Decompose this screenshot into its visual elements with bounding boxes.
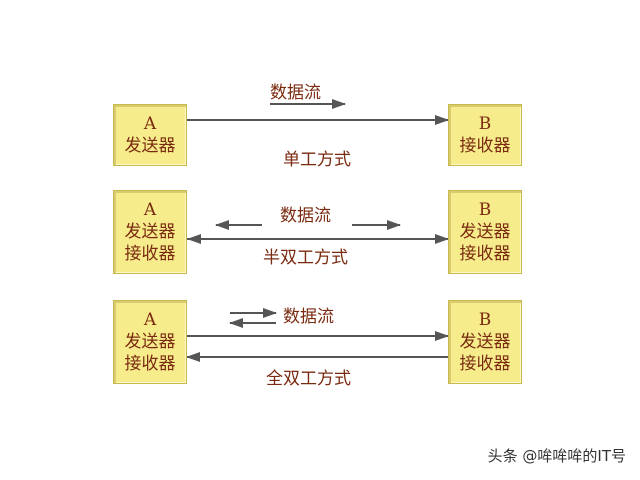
simplex-mode-label: 单工方式	[283, 150, 351, 170]
box-label: 接收器	[459, 354, 511, 374]
box-label: 发送器	[124, 332, 176, 352]
full-duplex-mode-label: 全双工方式	[266, 369, 351, 389]
simplex-flow-label: 数据流	[270, 83, 321, 103]
box-label: 发送器	[124, 222, 176, 242]
half-duplex-flow-label: 数据流	[280, 206, 331, 226]
simplex-b-box: B 接收器	[448, 104, 522, 166]
box-label: A	[143, 310, 157, 330]
box-label: 接收器	[124, 244, 176, 264]
watermark: 头条 @哞哞哞的IT号	[487, 447, 626, 465]
box-label: B	[478, 200, 492, 220]
box-label: 发送器	[124, 136, 176, 156]
half-duplex-mode-label: 半双工方式	[263, 248, 348, 268]
box-label: A	[143, 200, 157, 220]
box-label: B	[478, 114, 492, 134]
full-duplex-a-box: A 发送器 接收器	[113, 300, 187, 384]
box-label: B	[478, 310, 492, 330]
full-duplex-flow-label: 数据流	[283, 307, 334, 327]
box-label: 发送器	[459, 222, 511, 242]
box-label: 发送器	[459, 332, 511, 352]
half-duplex-a-box: A 发送器 接收器	[113, 190, 187, 274]
box-label: A	[143, 114, 157, 134]
box-label: 接收器	[459, 244, 511, 264]
simplex-a-box: A 发送器	[113, 104, 187, 166]
half-duplex-b-box: B 发送器 接收器	[448, 190, 522, 274]
full-duplex-b-box: B 发送器 接收器	[448, 300, 522, 384]
box-label: 接收器	[459, 136, 511, 156]
box-label: 接收器	[124, 354, 176, 374]
